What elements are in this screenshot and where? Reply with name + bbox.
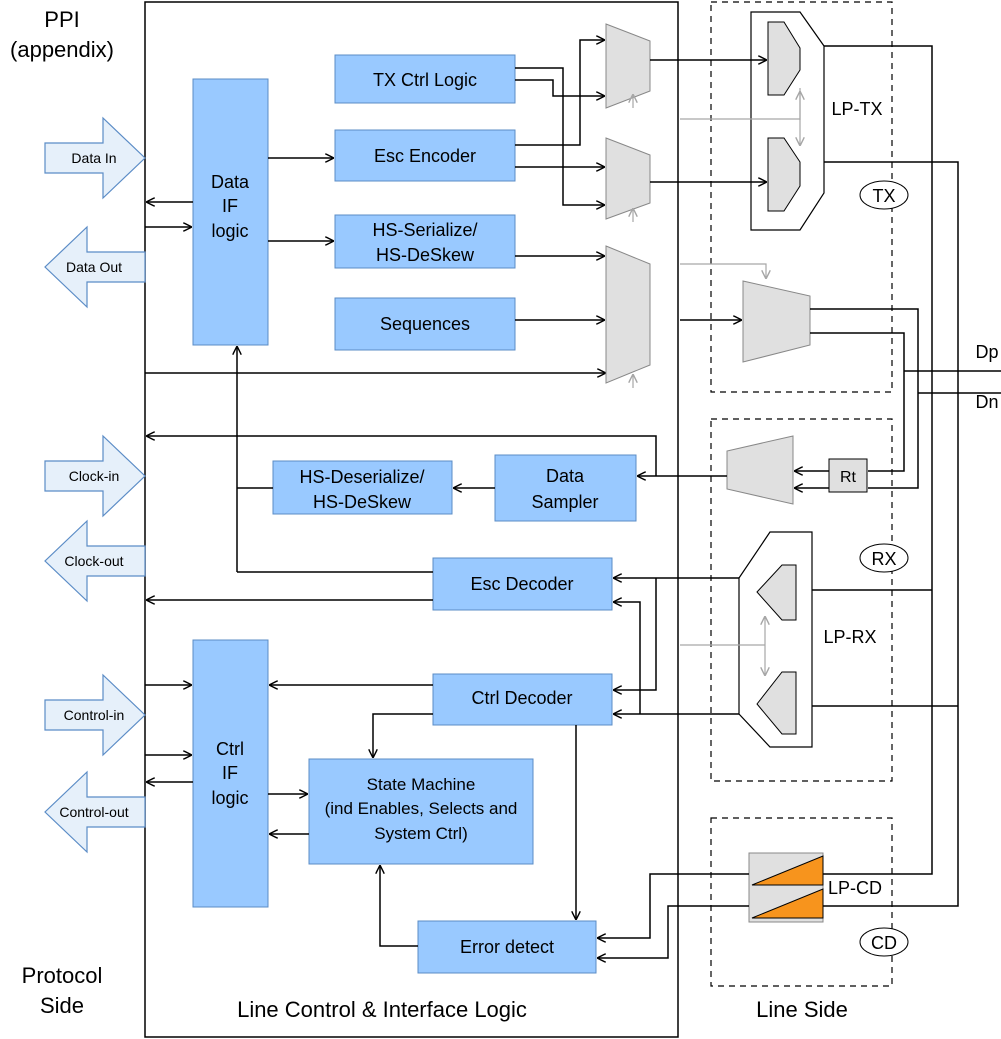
control-out-label: Control-out xyxy=(59,804,128,820)
svg-text:TX Ctrl Logic: TX Ctrl Logic xyxy=(373,70,477,90)
svg-text:Sampler: Sampler xyxy=(531,492,598,512)
esc-encoder-block: Esc Encoder xyxy=(334,129,516,182)
svg-text:Data: Data xyxy=(546,466,585,486)
lp-cd-block: LP-CD xyxy=(748,852,882,923)
svg-text:HS-DeSkew: HS-DeSkew xyxy=(313,492,412,512)
svg-text:Esc Decoder: Esc Decoder xyxy=(470,574,573,594)
line-control-frame xyxy=(144,1,679,1038)
svg-text:LP-RX: LP-RX xyxy=(823,627,876,647)
svg-text:Error detect: Error detect xyxy=(460,937,554,957)
cd-ellipse: CD xyxy=(859,927,909,957)
svg-text:Esc Encoder: Esc Encoder xyxy=(374,146,476,166)
ppi-label: PPI xyxy=(44,7,79,32)
state-machine-block: State Machine (ind Enables, Selects and … xyxy=(308,758,534,865)
lp-rx-block: LP-RX xyxy=(738,531,877,748)
hs-rx-receiver xyxy=(726,435,794,505)
protocol-side-label: Protocol xyxy=(22,963,103,988)
lp-tx-block: LP-TX xyxy=(750,11,883,231)
esc-decoder-block: Esc Decoder xyxy=(432,557,613,611)
svg-text:LP-TX: LP-TX xyxy=(831,99,882,119)
svg-text:HS-DeSkew: HS-DeSkew xyxy=(376,245,475,265)
svg-text:LP-CD: LP-CD xyxy=(828,878,882,898)
control-in-port: Control-in xyxy=(44,673,146,757)
hs-serialize-block: HS-Serialize/ HS-DeSkew xyxy=(334,214,516,269)
svg-text:System Ctrl): System Ctrl) xyxy=(374,824,468,843)
tx-mux-top xyxy=(605,23,651,109)
sequences-block: Sequences xyxy=(334,297,516,351)
svg-text:Sequences: Sequences xyxy=(380,314,470,334)
svg-text:Ctrl Decoder: Ctrl Decoder xyxy=(471,688,572,708)
rx-dashed-frame xyxy=(710,418,893,782)
svg-text:(ind Enables, Selects and: (ind Enables, Selects and xyxy=(325,799,518,818)
data-sampler-block: Data Sampler xyxy=(494,454,637,522)
data-out-label: Data Out xyxy=(66,259,122,275)
dn-label: Dn xyxy=(975,392,998,412)
svg-text:Ctrl: Ctrl xyxy=(216,739,244,759)
hs-mux xyxy=(605,245,651,384)
tx-ellipse: TX xyxy=(859,180,909,210)
clock-in-port: Clock-in xyxy=(44,434,146,518)
control-out-port: Control-out xyxy=(44,770,146,854)
svg-text:Rt: Rt xyxy=(840,469,857,486)
data-out-port: Data Out xyxy=(44,225,146,309)
ctrl-if-logic-block: Ctrl IF logic xyxy=(192,639,269,908)
cd-dashed-frame xyxy=(710,817,893,987)
rt-resistor: Rt xyxy=(828,458,868,493)
ctrl-decoder-block: Ctrl Decoder xyxy=(432,673,613,726)
data-if-logic-block: Data IF logic xyxy=(192,78,269,346)
svg-text:CD: CD xyxy=(871,933,897,953)
svg-text:Data: Data xyxy=(211,172,250,192)
data-in-label: Data In xyxy=(71,150,116,166)
hs-deserialize-block: HS-Deserialize/ HS-DeSkew xyxy=(272,460,453,515)
line-control-label: Line Control & Interface Logic xyxy=(237,997,527,1022)
clock-out-label: Clock-out xyxy=(64,553,123,569)
svg-text:RX: RX xyxy=(871,549,896,569)
svg-text:logic: logic xyxy=(211,788,248,808)
protocol-side-label-2: Side xyxy=(40,993,84,1018)
appendix-label: (appendix) xyxy=(10,37,114,62)
clock-out-port: Clock-out xyxy=(44,519,146,603)
tx-mux-middle xyxy=(605,137,651,220)
svg-text:logic: logic xyxy=(211,221,248,241)
svg-text:State Machine: State Machine xyxy=(367,775,476,794)
hs-tx-driver xyxy=(742,280,811,363)
error-detect-block: Error detect xyxy=(417,920,597,974)
line-side-label: Line Side xyxy=(756,997,848,1022)
data-in-port: Data In xyxy=(44,116,146,200)
svg-text:IF: IF xyxy=(222,763,238,783)
clock-in-label: Clock-in xyxy=(69,468,120,484)
rx-ellipse: RX xyxy=(859,543,909,573)
svg-text:IF: IF xyxy=(222,196,238,216)
tx-ctrl-logic-block: TX Ctrl Logic xyxy=(334,54,516,104)
svg-text:HS-Serialize/: HS-Serialize/ xyxy=(372,220,477,240)
svg-text:TX: TX xyxy=(872,186,895,206)
dp-label: Dp xyxy=(975,342,998,362)
control-in-label: Control-in xyxy=(64,707,125,723)
svg-text:HS-Deserialize/: HS-Deserialize/ xyxy=(299,467,424,487)
